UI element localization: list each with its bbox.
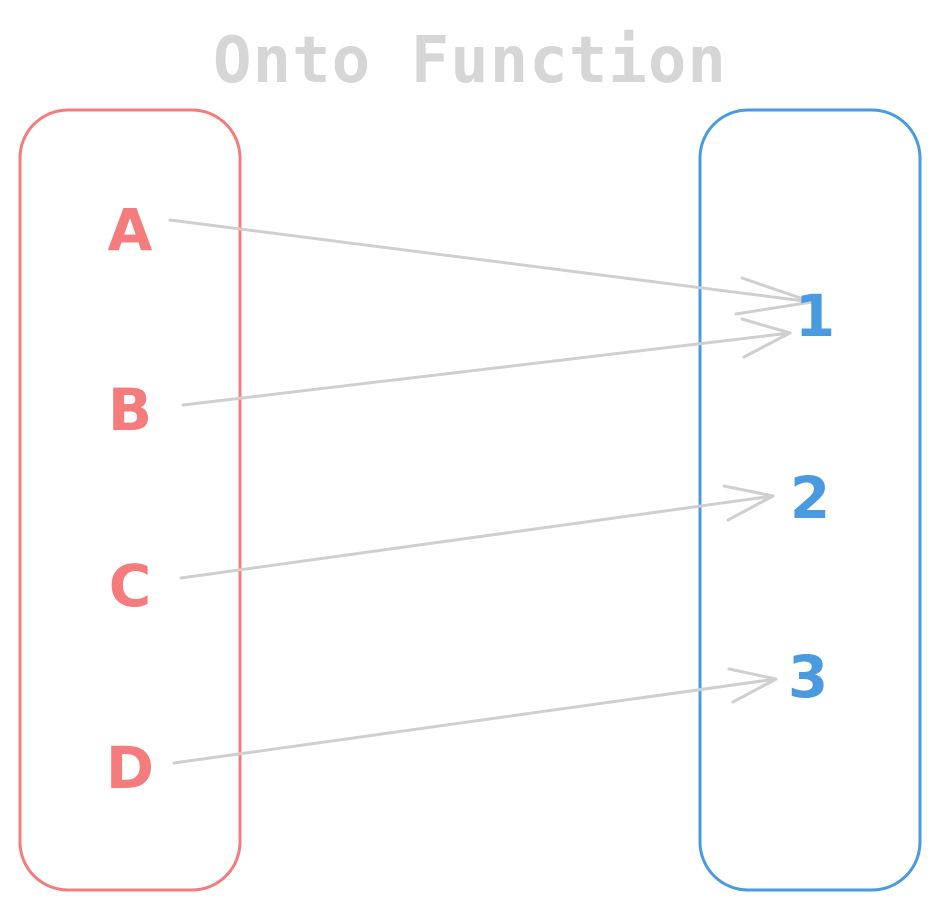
codomain-set-box <box>698 108 922 892</box>
arrow-c-to-2 <box>179 484 775 580</box>
domain-element-d: D <box>106 734 154 802</box>
domain-element-b: B <box>108 376 152 444</box>
diagram-title: Onto Function <box>213 24 727 98</box>
arrow-b-to-1 <box>181 317 792 407</box>
arrow-a-to-1 <box>168 218 814 316</box>
codomain-element-2: 2 <box>790 464 830 532</box>
domain-set-box <box>18 108 242 892</box>
codomain-element-3: 3 <box>788 643 828 711</box>
arrow-d-to-3 <box>172 667 778 765</box>
codomain-element-1: 1 <box>795 282 835 350</box>
domain-element-a: A <box>108 196 153 264</box>
domain-element-c: C <box>109 552 152 620</box>
